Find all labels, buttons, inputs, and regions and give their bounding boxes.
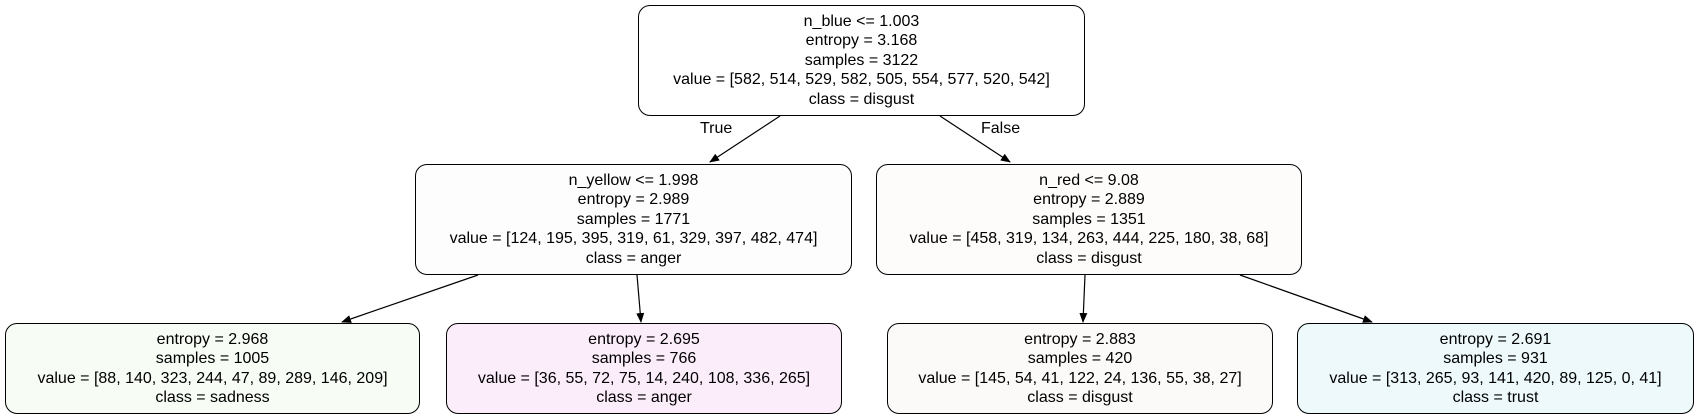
node-entropy: entropy = 2.695: [588, 330, 700, 348]
node-entropy: entropy = 2.691: [1439, 330, 1552, 348]
node-samples: samples = 931: [1443, 350, 1548, 367]
node-samples: samples = 1351: [1032, 210, 1146, 228]
node-value: value = [124, 195, 395, 319, 61, 329, 39…: [449, 230, 818, 248]
node-class: class = disgust: [1027, 389, 1133, 406]
node-entropy: entropy = 2.889: [1033, 191, 1145, 209]
node-samples: samples = 3122: [804, 51, 919, 69]
node-value: value = [145, 54, 41, 122, 24, 136, 55, …: [918, 369, 1242, 387]
leaf-node: entropy = 2.883 samples = 420 value = [1…: [887, 323, 1273, 414]
node-value: value = [582, 514, 529, 582, 505, 554, 5…: [673, 71, 1050, 89]
root-node: n_blue <= 1.003 entropy = 3.168 samples …: [638, 5, 1085, 116]
node-entropy: entropy = 2.989: [577, 191, 690, 209]
node-class: class = disgust: [808, 90, 915, 108]
node-samples: samples = 1005: [155, 350, 270, 367]
node-value: value = [36, 55, 72, 75, 14, 240, 108, 3…: [477, 369, 811, 387]
node-class: class = anger: [596, 389, 692, 406]
leaf-node: entropy = 2.695 samples = 766 value = [3…: [446, 323, 842, 414]
node-samples: samples = 420: [1027, 350, 1133, 367]
node-value: value = [313, 265, 93, 141, 420, 89, 125…: [1329, 369, 1662, 387]
node-class: class = sadness: [155, 389, 270, 406]
node-class: class = anger: [585, 249, 682, 267]
edge-left-leaf-lr: [636, 274, 645, 323]
leaf-node: entropy = 2.968 samples = 1005 value = […: [5, 323, 420, 414]
edge-right-leaf-rr: [1239, 274, 1373, 323]
left-node: n_yellow <= 1.998 entropy = 2.989 sample…: [415, 164, 852, 275]
node-split-rule: n_blue <= 1.003: [803, 12, 920, 30]
edge-label-false: False: [981, 120, 1021, 137]
leaf-node: entropy = 2.691 samples = 931 value = [3…: [1297, 323, 1694, 414]
node-entropy: entropy = 2.883: [1024, 330, 1136, 348]
node-entropy: entropy = 3.168: [805, 32, 918, 50]
node-split-rule: n_yellow <= 1.998: [568, 171, 699, 189]
node-entropy: entropy = 2.968: [156, 330, 269, 348]
edge-root-left: [709, 115, 781, 163]
edge-label-true: True: [700, 120, 733, 137]
node-class: class = trust: [1452, 389, 1539, 406]
node-samples: samples = 766: [591, 350, 697, 367]
edge-right-leaf-rl: [1079, 274, 1088, 323]
node-class: class = disgust: [1036, 249, 1142, 267]
node-value: value = [458, 319, 134, 263, 444, 225, 1…: [909, 230, 1269, 248]
node-value: value = [88, 140, 323, 244, 47, 89, 289,…: [37, 369, 388, 387]
right-node: n_red <= 9.08 entropy = 2.889 samples = …: [876, 164, 1302, 275]
node-samples: samples = 1771: [576, 210, 691, 228]
edge-root-right: [939, 115, 1011, 163]
edge-left-leaf-ll: [341, 274, 479, 323]
node-split-rule: n_red <= 9.08: [1039, 171, 1139, 189]
